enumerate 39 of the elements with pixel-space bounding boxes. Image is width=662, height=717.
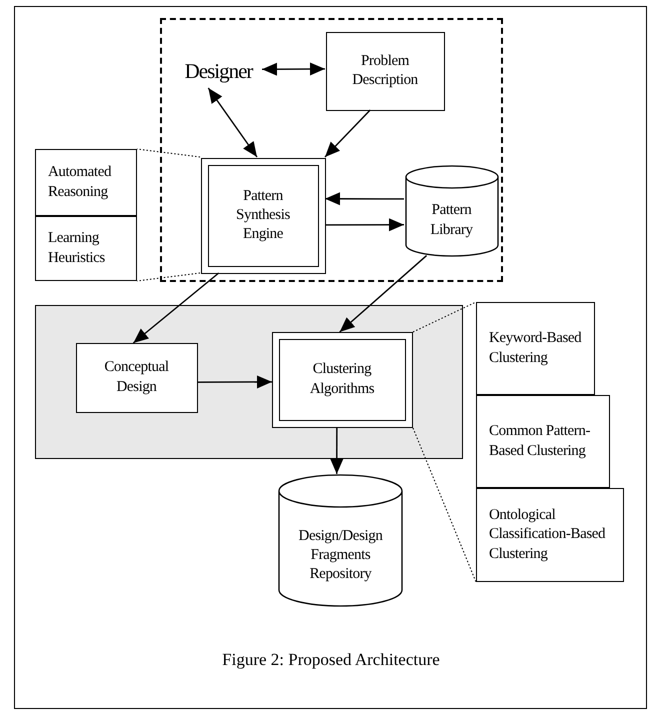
- arrow: [198, 375, 272, 388]
- box-label: Ontological Classification-Based Clustering: [489, 506, 606, 564]
- box-label: Conceptual Design: [103, 358, 170, 396]
- process-box: [76, 342, 198, 412]
- actor-label: Designer: [184, 58, 252, 85]
- double-bordered-box: [272, 332, 412, 428]
- arrow: [325, 192, 404, 206]
- arrow: [330, 428, 344, 474]
- dotted-line: [136, 272, 200, 282]
- box-label: Automated Reasoning: [48, 163, 112, 202]
- double-headed-arrow: [208, 88, 258, 158]
- box-label: Problem Description: [351, 52, 419, 90]
- dashed-boundary: [160, 18, 503, 282]
- box-label: Keyword-Based Clustering: [489, 329, 582, 368]
- box-label: Learning Heuristics: [48, 229, 106, 268]
- process-box: [326, 32, 444, 110]
- arrow: [324, 110, 371, 158]
- process-box: [35, 149, 137, 216]
- arrow: [132, 272, 220, 344]
- arrow: [339, 255, 428, 333]
- dotted-line: [412, 428, 476, 582]
- box-label: Pattern Library: [429, 201, 474, 240]
- box-label: Design/Design Fragments Repository: [298, 526, 384, 584]
- process-box: [476, 488, 624, 582]
- process-box: [476, 395, 610, 488]
- dotted-line: [136, 148, 200, 158]
- double-headed-arrow: [262, 62, 325, 76]
- double-bordered-box: [200, 158, 326, 274]
- box-label: Clustering Algorithms: [308, 360, 376, 398]
- database-cylinder: [278, 474, 403, 607]
- process-box: [35, 216, 137, 281]
- process-box: [476, 302, 595, 395]
- shaded-panel: [35, 305, 463, 459]
- arrow: [325, 218, 404, 232]
- box-label: Pattern Synthesis Engine: [235, 186, 291, 244]
- figure-caption: Figure 2: Proposed Architecture: [221, 650, 441, 670]
- box-label: Common Pattern-Based Clustering: [489, 422, 592, 460]
- dotted-line: [412, 302, 476, 332]
- database-cylinder: [404, 164, 498, 256]
